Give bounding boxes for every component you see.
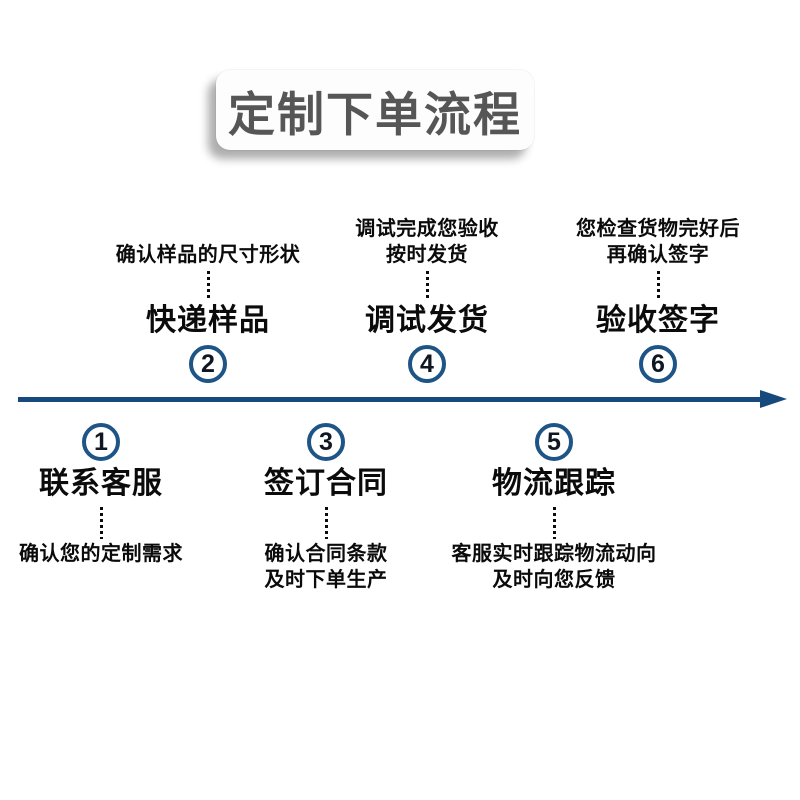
dotted-connector xyxy=(656,271,660,299)
step-number: 6 xyxy=(651,349,665,378)
dotted-connector xyxy=(552,507,556,539)
description-line: 您检查货物完好后 xyxy=(576,218,740,240)
description-line: 确认合同条款 xyxy=(264,543,388,565)
step-description: 调试完成您验收 按时发货 xyxy=(355,216,499,268)
step-label: 调试发货 xyxy=(365,304,489,337)
step-number-badge: 4 xyxy=(408,345,446,383)
step-description: 确认样品的尺寸形状 xyxy=(116,242,301,268)
step-label: 签订合同 xyxy=(264,467,388,500)
step-label: 联系客服 xyxy=(39,467,163,500)
description-line: 调试完成您验收 xyxy=(355,218,499,240)
step-number: 4 xyxy=(420,349,434,378)
step-number: 1 xyxy=(94,427,108,456)
step-label: 快递样品 xyxy=(146,304,270,337)
step-4-debug-ship: 调试完成您验收 按时发货 调试发货 4 xyxy=(277,213,577,383)
step-number-badge: 1 xyxy=(82,423,120,461)
step-6-acceptance-sign: 您检查货物完好后 再确认签字 验收签字 6 xyxy=(508,213,800,383)
step-number-badge: 5 xyxy=(535,423,573,461)
page-title: 定制下单流程 xyxy=(228,87,522,141)
step-3-sign-contract: 3 签订合同 确认合同条款 及时下单生产 xyxy=(176,423,476,593)
description-line: 按时发货 xyxy=(386,244,468,266)
description-line: 确认您的定制需求 xyxy=(19,543,183,565)
dotted-connector xyxy=(99,507,103,539)
title-banner: 定制下单流程 xyxy=(216,70,534,150)
timeline-line xyxy=(18,397,764,402)
dotted-connector xyxy=(425,271,429,299)
step-number: 2 xyxy=(201,349,215,378)
step-label: 验收签字 xyxy=(596,304,720,337)
description-line: 确认样品的尺寸形状 xyxy=(115,244,301,266)
step-description: 确认合同条款 及时下单生产 xyxy=(265,541,388,593)
step-description: 您检查货物完好后 再确认签字 xyxy=(576,216,740,268)
dotted-connector xyxy=(206,271,210,299)
step-description: 确认您的定制需求 xyxy=(19,541,183,567)
step-label: 物流跟踪 xyxy=(492,467,616,500)
description-line: 及时向您反馈 xyxy=(492,569,616,591)
step-number-badge: 3 xyxy=(307,423,345,461)
description-line: 及时下单生产 xyxy=(264,569,388,591)
step-description: 客服实时跟踪物流动向 及时向您反馈 xyxy=(452,541,657,593)
step-number: 5 xyxy=(547,427,561,456)
step-2-express-sample: 确认样品的尺寸形状 快递样品 2 xyxy=(58,213,358,383)
description-line: 客服实时跟踪物流动向 xyxy=(451,543,657,565)
step-number: 3 xyxy=(319,427,333,456)
arrow-head-icon xyxy=(760,390,787,408)
description-line: 再确认签字 xyxy=(606,244,710,266)
step-number-badge: 6 xyxy=(639,345,677,383)
dotted-connector xyxy=(324,507,328,539)
step-number-badge: 2 xyxy=(189,345,227,383)
step-5-logistics-tracking: 5 物流跟踪 客服实时跟踪物流动向 及时向您反馈 xyxy=(404,423,704,593)
step-1-contact-service: 1 联系客服 确认您的定制需求 xyxy=(0,423,251,567)
